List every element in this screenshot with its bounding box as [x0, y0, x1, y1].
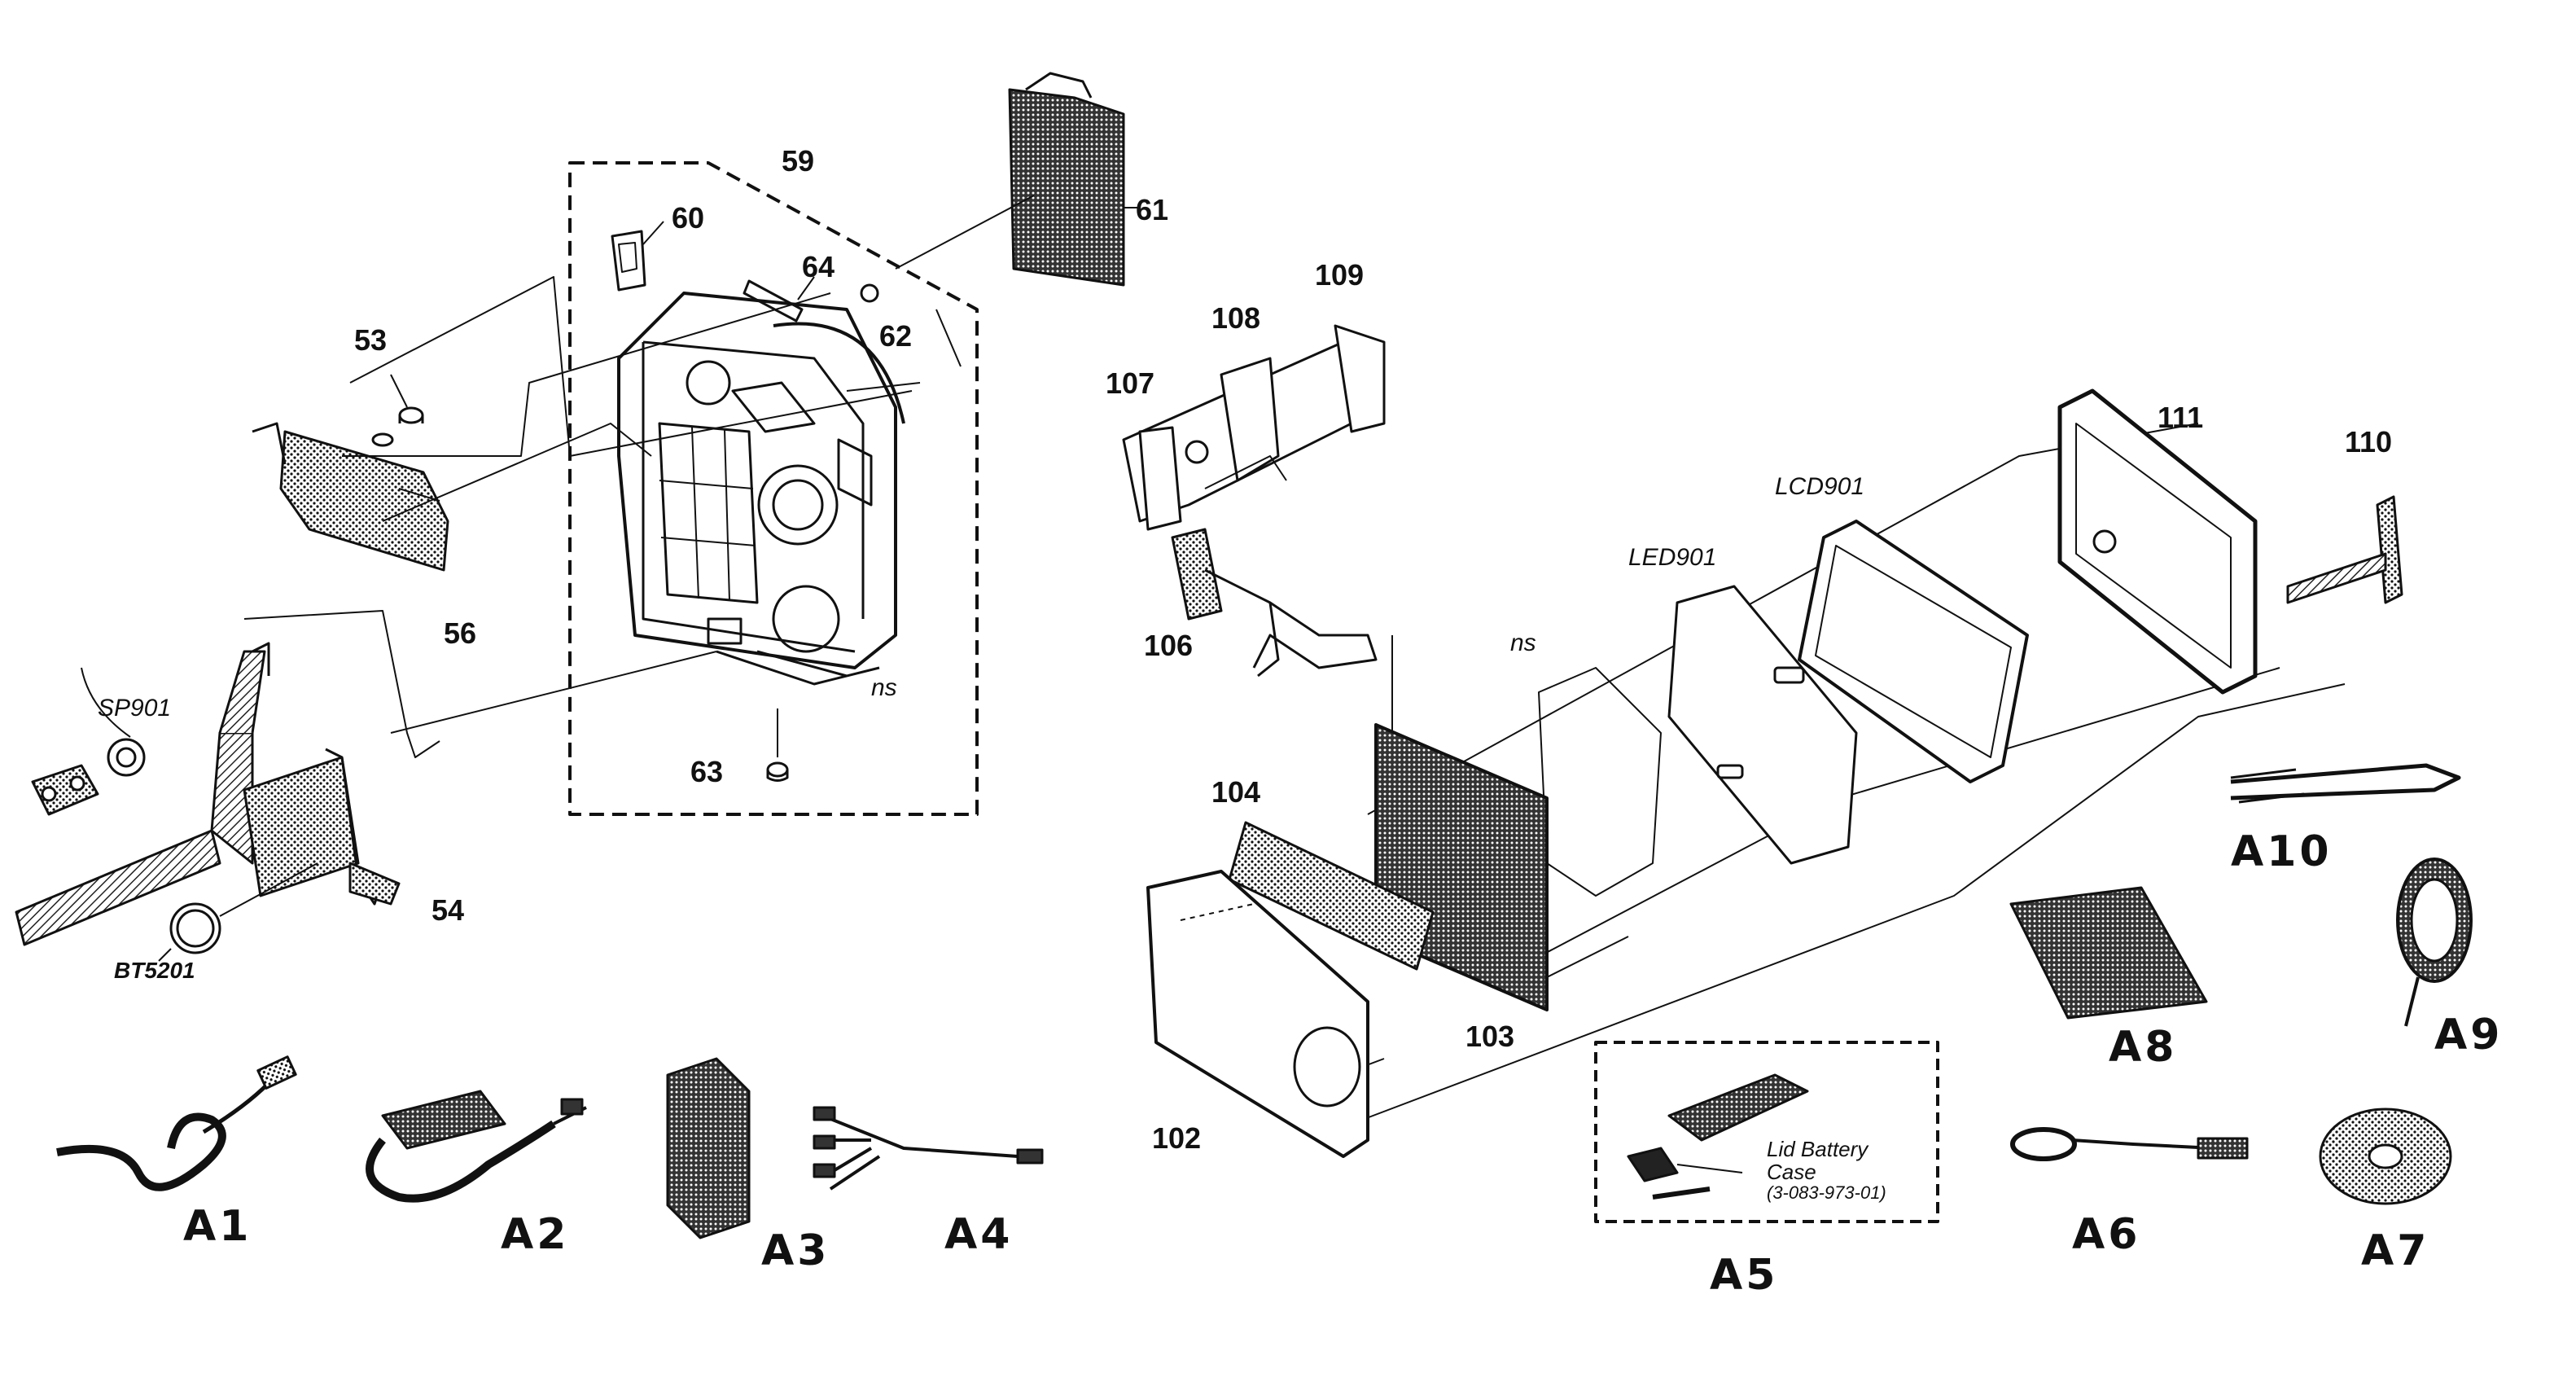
accessory-a5-box — [1594, 1041, 1939, 1223]
accessory-a10-strap — [2230, 763, 2461, 804]
battery-bt5201 — [158, 862, 318, 962]
accessory-a5-remote — [1627, 1073, 1809, 1200]
lcd-shield — [1538, 667, 1662, 897]
part-103-board — [1374, 723, 1549, 1011]
callout-led901: LED901 — [1628, 544, 1717, 571]
callout-53: 53 — [354, 323, 388, 357]
part-54-board — [243, 748, 401, 906]
callout-109: 109 — [1315, 258, 1365, 292]
note-case: Case — [1767, 1160, 1816, 1184]
label-a4: A4 — [944, 1210, 1014, 1259]
part-111-frame — [2057, 388, 2258, 695]
label-a2: A2 — [501, 1210, 570, 1259]
part-61-shield — [895, 72, 1138, 287]
callout-103: 103 — [1465, 1020, 1515, 1053]
callout-64: 64 — [802, 250, 835, 283]
part-53-screw — [371, 374, 424, 447]
callout-102: 102 — [1152, 1121, 1202, 1155]
callout-108: 108 — [1211, 301, 1261, 335]
accessory-a8-cloth — [2009, 886, 2208, 1020]
note-lid-battery: Lid Battery — [1767, 1137, 1868, 1161]
label-a6: A6 — [2072, 1210, 2141, 1259]
callout-lcd901: LCD901 — [1775, 473, 1865, 500]
part-104-strip — [1228, 821, 1435, 971]
callout-56: 56 — [444, 616, 477, 650]
part-64-strip — [743, 276, 815, 322]
callout-54: 54 — [432, 893, 465, 927]
callout-60: 60 — [672, 201, 705, 235]
accessory-a9-lens-cap — [2396, 858, 2473, 1027]
backlight-led901 — [1667, 585, 1858, 865]
label-a1: A1 — [183, 1202, 252, 1251]
label-a8: A8 — [2109, 1023, 2178, 1072]
callout-ns-lcd: ns — [1510, 629, 1536, 656]
accessory-a6-usb-cable — [2010, 1127, 2249, 1161]
part-56-plate — [252, 422, 449, 572]
callout-111: 111 — [2158, 401, 2204, 434]
part-60-bracket — [611, 221, 664, 292]
part-63-cap — [766, 708, 789, 782]
flex-cable — [15, 642, 270, 946]
callout-110: 110 — [2345, 425, 2393, 458]
part-107-109-bracket — [1122, 324, 1386, 531]
frame-59-boundary — [568, 161, 979, 816]
callout-62: 62 — [879, 319, 913, 353]
accessory-a3-battery — [666, 1057, 751, 1239]
part-110-hinge-cover — [2286, 495, 2403, 604]
accessory-a4-av-cable — [813, 1106, 1044, 1191]
callout-61: 61 — [1136, 193, 1169, 226]
label-a7: A7 — [2361, 1226, 2430, 1275]
lcd-panel-lcd901 — [1798, 520, 2029, 783]
callout-104: 104 — [1211, 775, 1261, 809]
callout-107: 107 — [1106, 366, 1155, 400]
callout-106: 106 — [1144, 629, 1194, 662]
label-a9: A9 — [2434, 1011, 2504, 1059]
callout-bt5201: BT5201 — [114, 958, 195, 983]
label-a3: A3 — [761, 1226, 830, 1275]
accessory-a2-adapter — [366, 1090, 587, 1203]
callout-59: 59 — [782, 144, 815, 178]
label-a5: A5 — [1710, 1251, 1779, 1300]
frame-assembly — [617, 292, 905, 686]
accessory-a1-cable — [56, 1055, 297, 1191]
part-62-washer — [860, 283, 879, 303]
accessory-a7-disc — [2319, 1108, 2452, 1205]
part-102-cover — [1146, 870, 1369, 1158]
label-a10: A10 — [2231, 827, 2333, 876]
callout-sp901: SP901 — [98, 695, 172, 722]
note-part-number: (3-083-973-01) — [1767, 1182, 1886, 1203]
part-106-hinge — [1171, 528, 1378, 678]
guide-lines — [243, 276, 962, 758]
speaker-sp901 — [31, 667, 146, 816]
callout-63: 63 — [690, 755, 724, 788]
callout-ns-frame: ns — [871, 674, 897, 701]
